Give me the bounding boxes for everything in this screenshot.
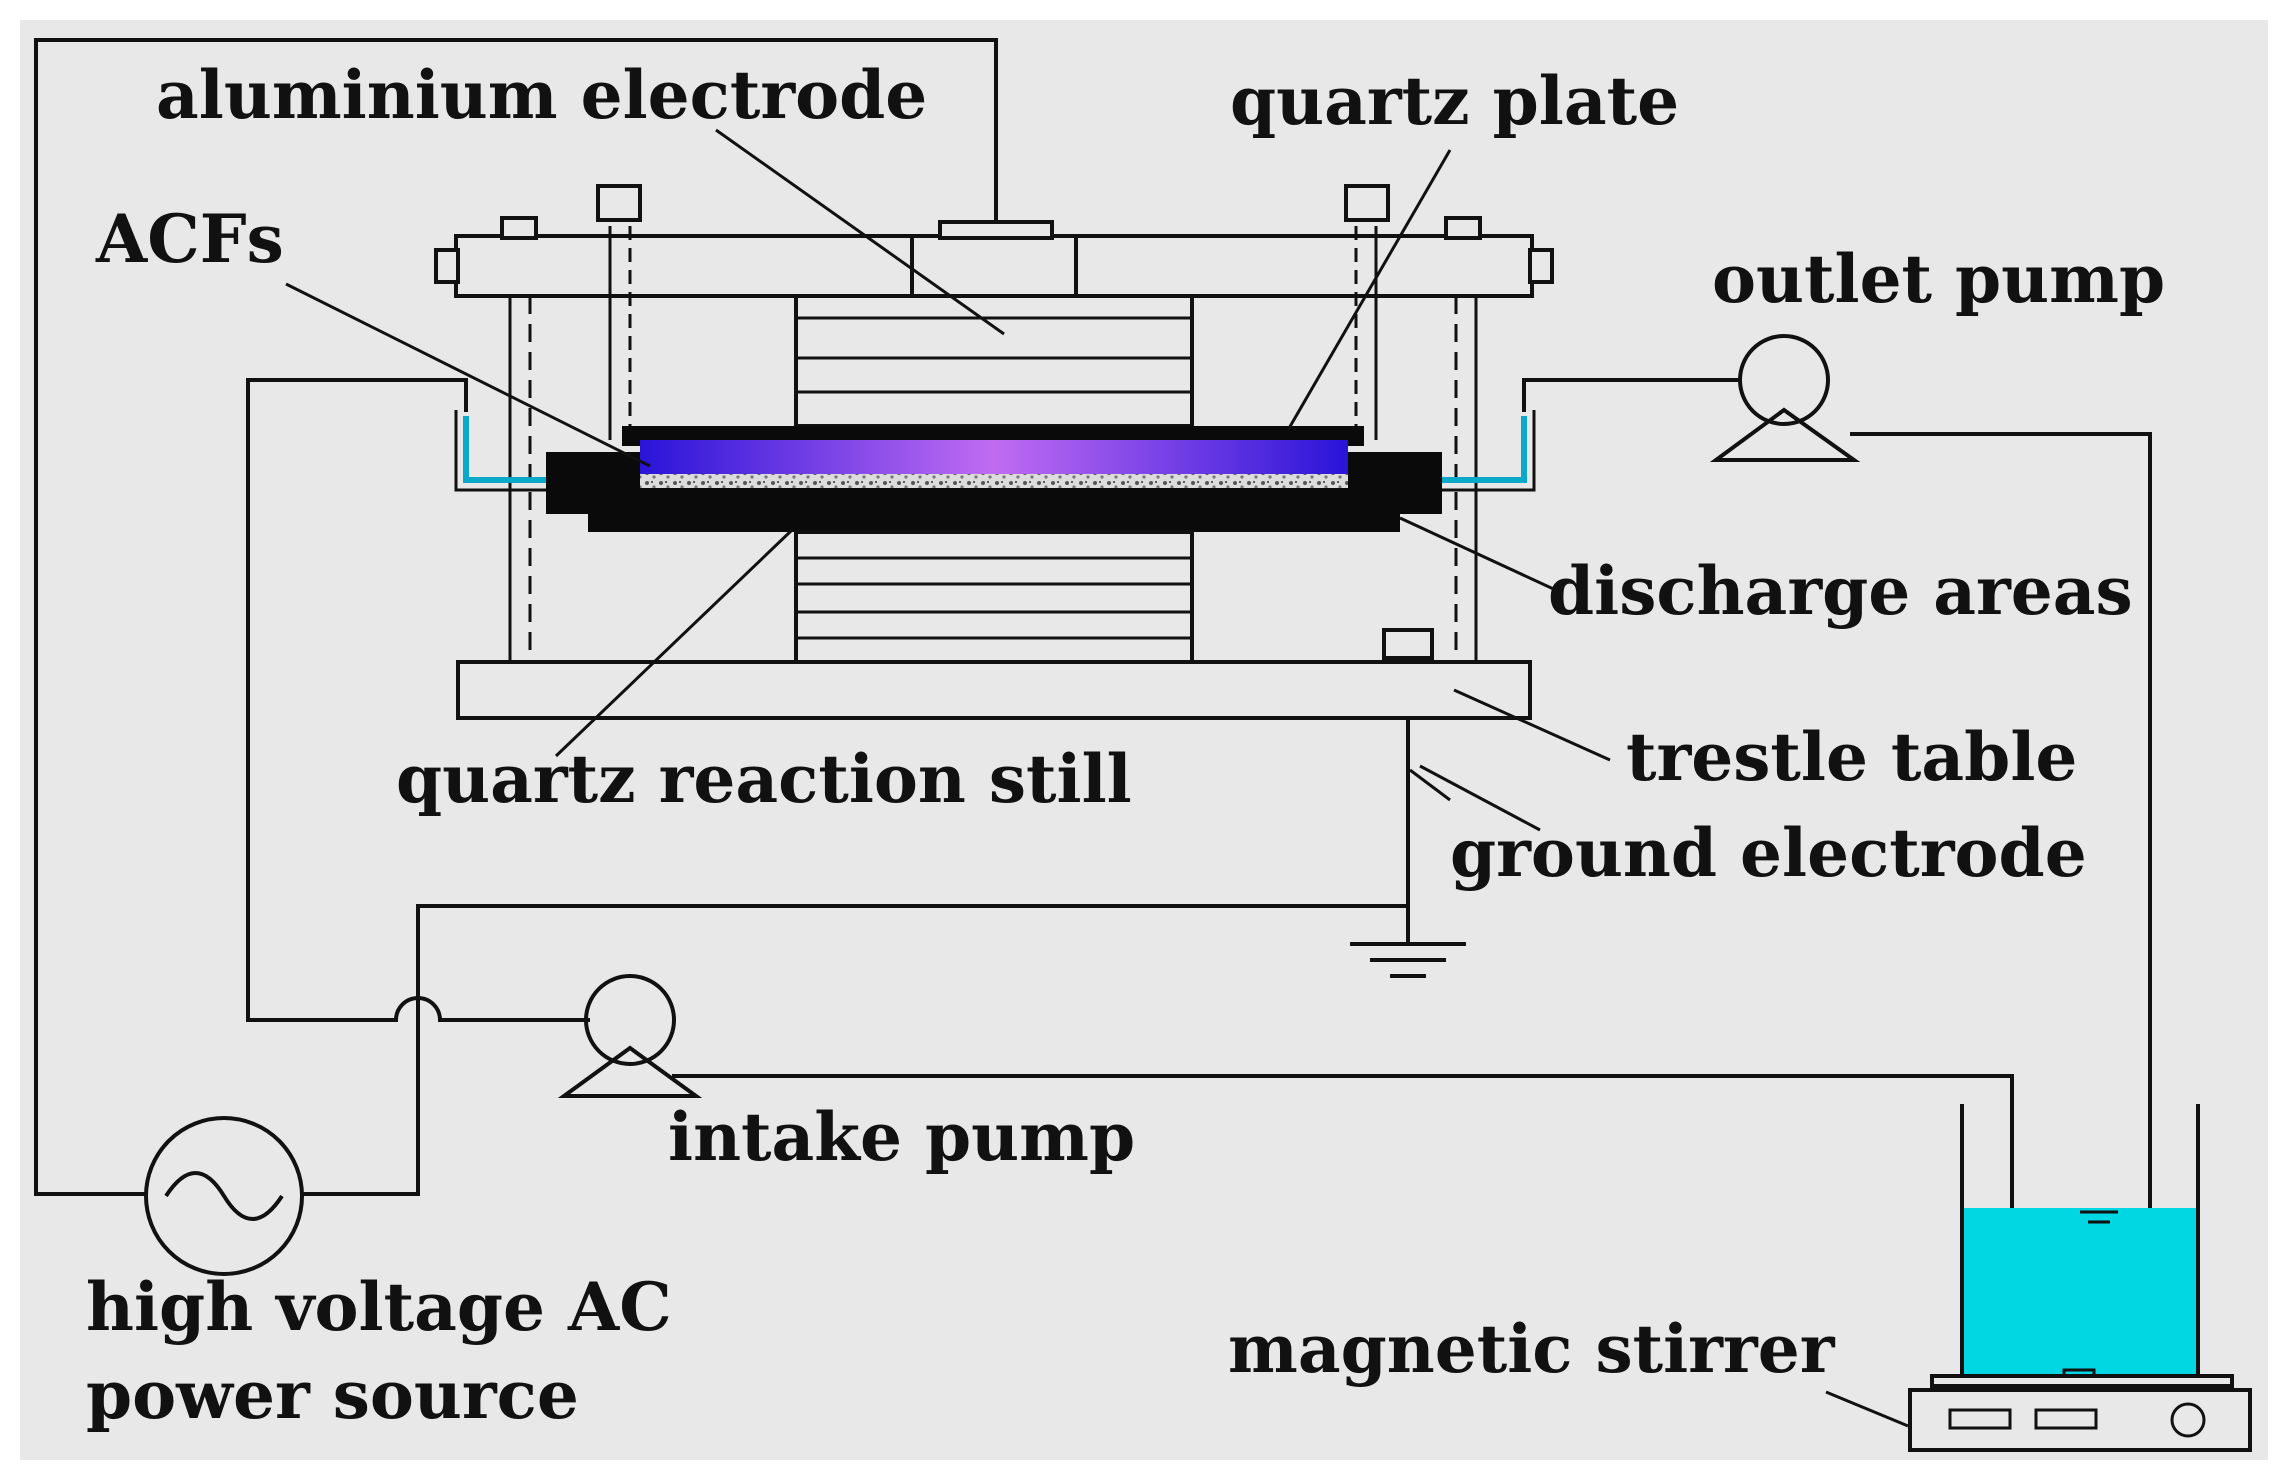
quartz-reaction-still-base bbox=[588, 508, 1400, 532]
top-plate-right-knob bbox=[1528, 248, 1554, 284]
reactor-assembly bbox=[434, 184, 1554, 720]
label-discharge-areas: discharge areas bbox=[1548, 552, 2133, 630]
label-outlet-pump: outlet pump bbox=[1712, 240, 2165, 318]
leader-lines bbox=[285, 128, 1909, 1428]
label-power-source-line2: power source bbox=[86, 1356, 579, 1434]
ground-symbol-icon bbox=[1350, 906, 1466, 978]
label-power-source-line1: high voltage AC bbox=[86, 1268, 672, 1346]
top-bolt-left bbox=[500, 216, 538, 240]
upper-stack-lines bbox=[796, 316, 1192, 394]
top-bolt-right bbox=[1444, 216, 1482, 240]
label-acfs: ACFs bbox=[95, 200, 284, 278]
intake-wire bbox=[246, 378, 590, 1022]
plasma-discharge-region bbox=[640, 440, 1348, 476]
clamp-knob-left bbox=[596, 184, 642, 222]
ground-return-wire bbox=[300, 660, 1410, 1196]
hv-wire-left-loop bbox=[34, 38, 998, 1196]
label-ground-electrode: ground electrode bbox=[1450, 814, 2087, 892]
ac-source-icon bbox=[144, 1116, 304, 1276]
label-magnetic-stirrer: magnetic stirrer bbox=[1228, 1310, 1836, 1388]
intake-pump-icon bbox=[557, 974, 703, 1098]
outlet-pump-icon bbox=[1709, 334, 1861, 462]
label-trestle-table: trestle table bbox=[1626, 718, 2077, 796]
outlet-tube-reactor bbox=[1522, 378, 1740, 412]
clamp-knob-right bbox=[1344, 184, 1390, 222]
beaker-water bbox=[1962, 1208, 2198, 1376]
labels: aluminium electrode quartz plate ACFs ou… bbox=[86, 56, 2165, 1434]
label-quartz-plate: quartz plate bbox=[1230, 62, 1679, 140]
aluminium-electrode-terminal bbox=[910, 234, 1078, 298]
terminal-cap bbox=[938, 220, 1054, 240]
label-quartz-reaction-still: quartz reaction still bbox=[396, 740, 1132, 818]
magnetic-stirrer-icon bbox=[1908, 1374, 2252, 1452]
top-plate-left-knob bbox=[434, 248, 460, 284]
trestle-table bbox=[456, 660, 1532, 720]
ground-terminal bbox=[1382, 628, 1434, 660]
aluminium-electrode-stack-upper bbox=[794, 294, 1194, 428]
aluminium-electrode-stack-lower bbox=[794, 530, 1194, 664]
beaker-icon bbox=[1960, 1104, 2200, 1380]
lower-stack-lines bbox=[796, 556, 1192, 640]
label-aluminium-electrode: aluminium electrode bbox=[156, 56, 927, 134]
outlet-tube-to-beaker bbox=[1850, 432, 2152, 1330]
acf-layer bbox=[640, 474, 1348, 488]
label-intake-pump: intake pump bbox=[668, 1098, 1135, 1176]
wiring bbox=[34, 38, 2152, 1330]
